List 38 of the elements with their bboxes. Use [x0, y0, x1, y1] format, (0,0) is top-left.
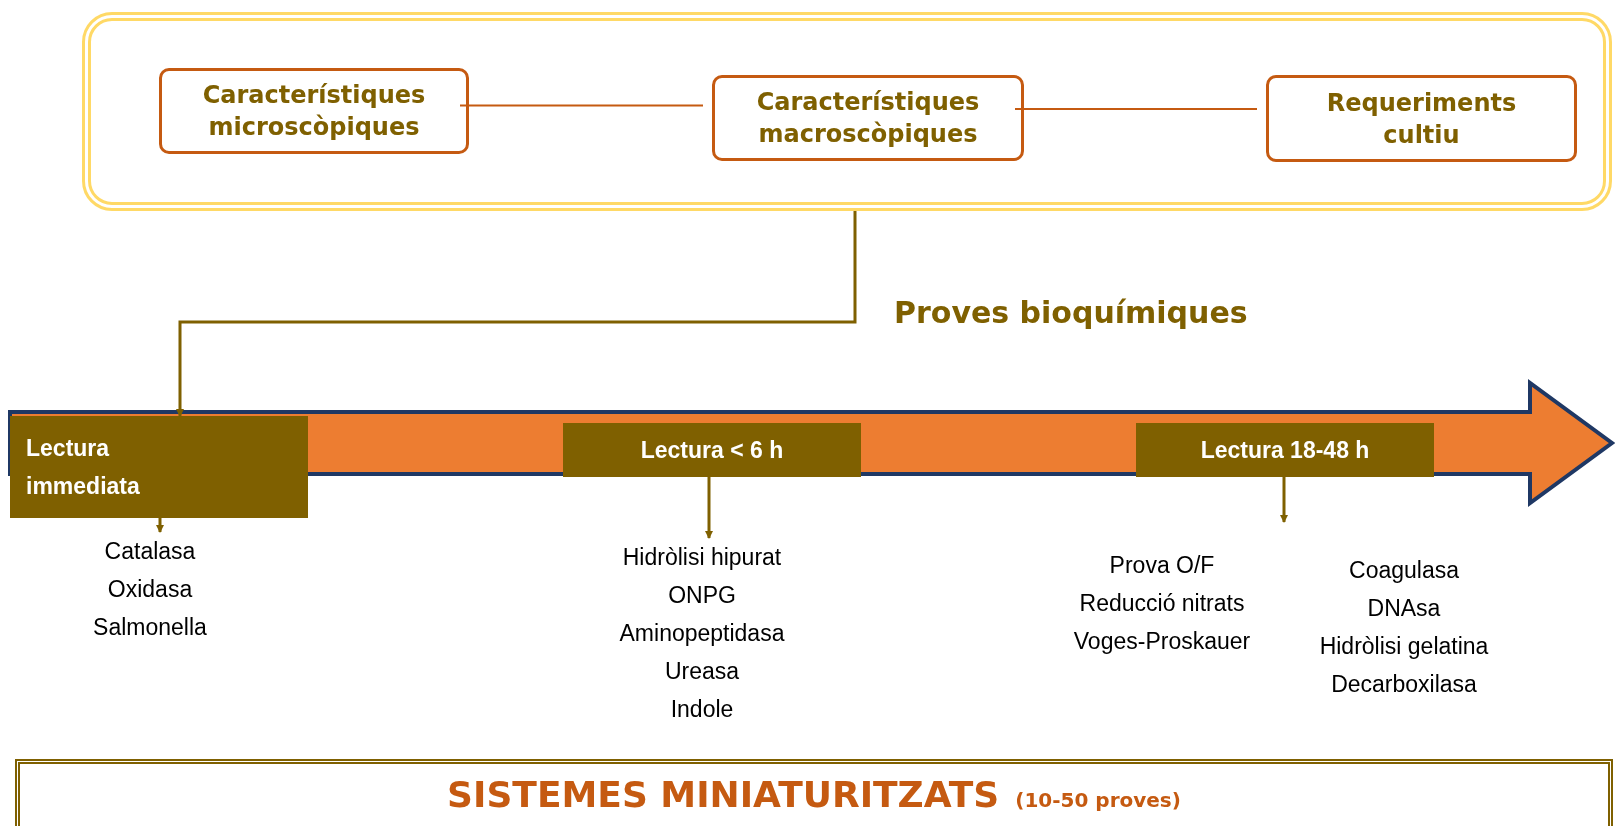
stage-box	[1136, 423, 1434, 477]
connector	[1280, 477, 1288, 523]
stage-label: Lectura immediata	[26, 434, 141, 501]
category-box	[712, 75, 1024, 161]
box-label: Requeriments cultiu	[1325, 87, 1518, 151]
connector	[1014, 108, 1258, 110]
test-name: Decarboxilasa	[1331, 670, 1477, 699]
test-name: ONPG	[668, 581, 736, 610]
test-name: Oxidasa	[107, 575, 193, 604]
test-name: Hidròlisi gelatina	[1319, 632, 1489, 661]
connector	[176, 211, 857, 417]
banner-box	[15, 759, 1613, 826]
box-label: Característiques macroscòpiques	[755, 87, 981, 150]
banner-title: (10-50 proves)	[1015, 787, 1181, 814]
test-name: Prova O/F	[1109, 551, 1215, 580]
test-name: Voges-Proskauer	[1073, 627, 1251, 656]
stage-box	[10, 416, 308, 518]
test-name: Salmonella	[93, 613, 207, 642]
connector	[705, 477, 713, 539]
connector	[459, 104, 704, 107]
test-name: Aminopeptidasa	[619, 619, 785, 648]
test-name: DNAsa	[1367, 594, 1441, 623]
category-box	[159, 68, 469, 154]
stage-box	[563, 423, 861, 477]
stage-label: Lectura < 6 h	[640, 436, 784, 465]
connector	[156, 518, 164, 533]
test-name: Indole	[670, 695, 734, 724]
test-name: Hidròlisi hipurat	[622, 543, 782, 572]
stage-label: Lectura 18-48 h	[1200, 436, 1370, 465]
test-name: Catalasa	[104, 537, 196, 566]
test-name: Ureasa	[664, 657, 740, 686]
box-label: Característiques microscòpiques	[201, 80, 427, 143]
section-label: Proves bioquímiques	[894, 294, 1248, 332]
test-name: Coagulasa	[1349, 556, 1459, 585]
banner-title: SISTEMES MINIATURITZATS	[447, 773, 1000, 817]
test-name: Reducció nitrats	[1079, 589, 1245, 618]
group-frame	[82, 12, 1612, 211]
category-box	[1266, 75, 1577, 162]
